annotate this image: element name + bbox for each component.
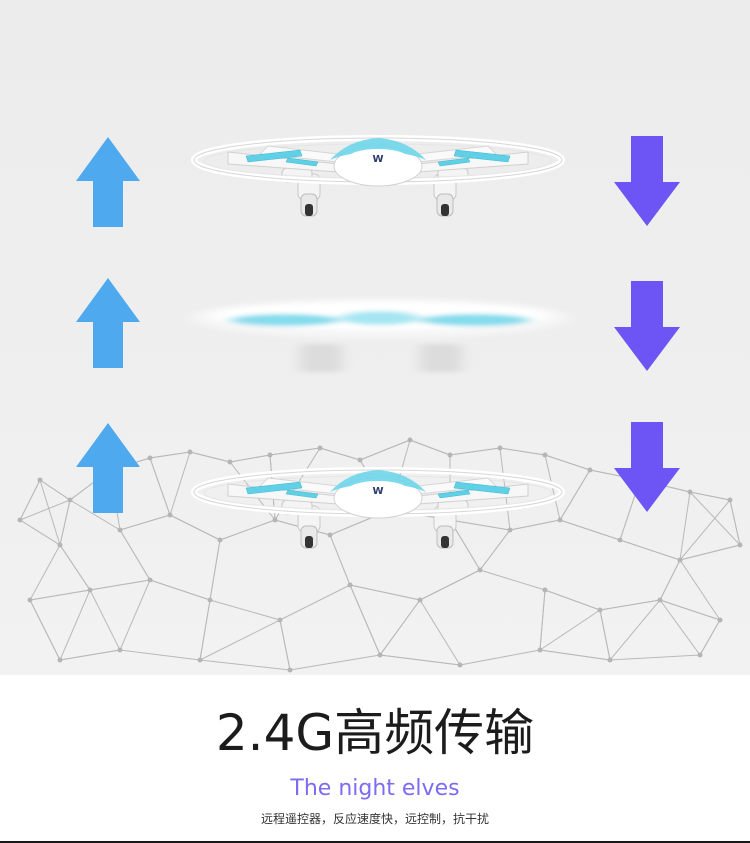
arrow-down-icon: [614, 136, 680, 226]
feature-description: 远程遥控器，反应速度快，远控制，抗干扰: [260, 812, 489, 826]
arrow-up-icon: [76, 137, 140, 227]
caption-area: 2.4G高频传输 The night elves 远程遥控器，反应速度快，远控制…: [0, 675, 750, 843]
arrow-down-icon: [614, 422, 680, 512]
arrow-up-icon: [76, 278, 140, 368]
showcase-svg: W: [17, 0, 743, 673]
subtitle: The night elves: [290, 776, 460, 801]
drone-motion-blur: [192, 298, 568, 372]
network-mesh-background: [19, 439, 741, 671]
headline: 2.4G高频传输: [215, 704, 535, 762]
arrow-up-icon: [76, 423, 140, 513]
drone-top: [194, 138, 562, 216]
arrow-down-icon: [614, 281, 680, 371]
drone-showcase-image: W: [0, 0, 750, 675]
drone-bottom: [194, 470, 562, 548]
divider: [0, 841, 750, 843]
